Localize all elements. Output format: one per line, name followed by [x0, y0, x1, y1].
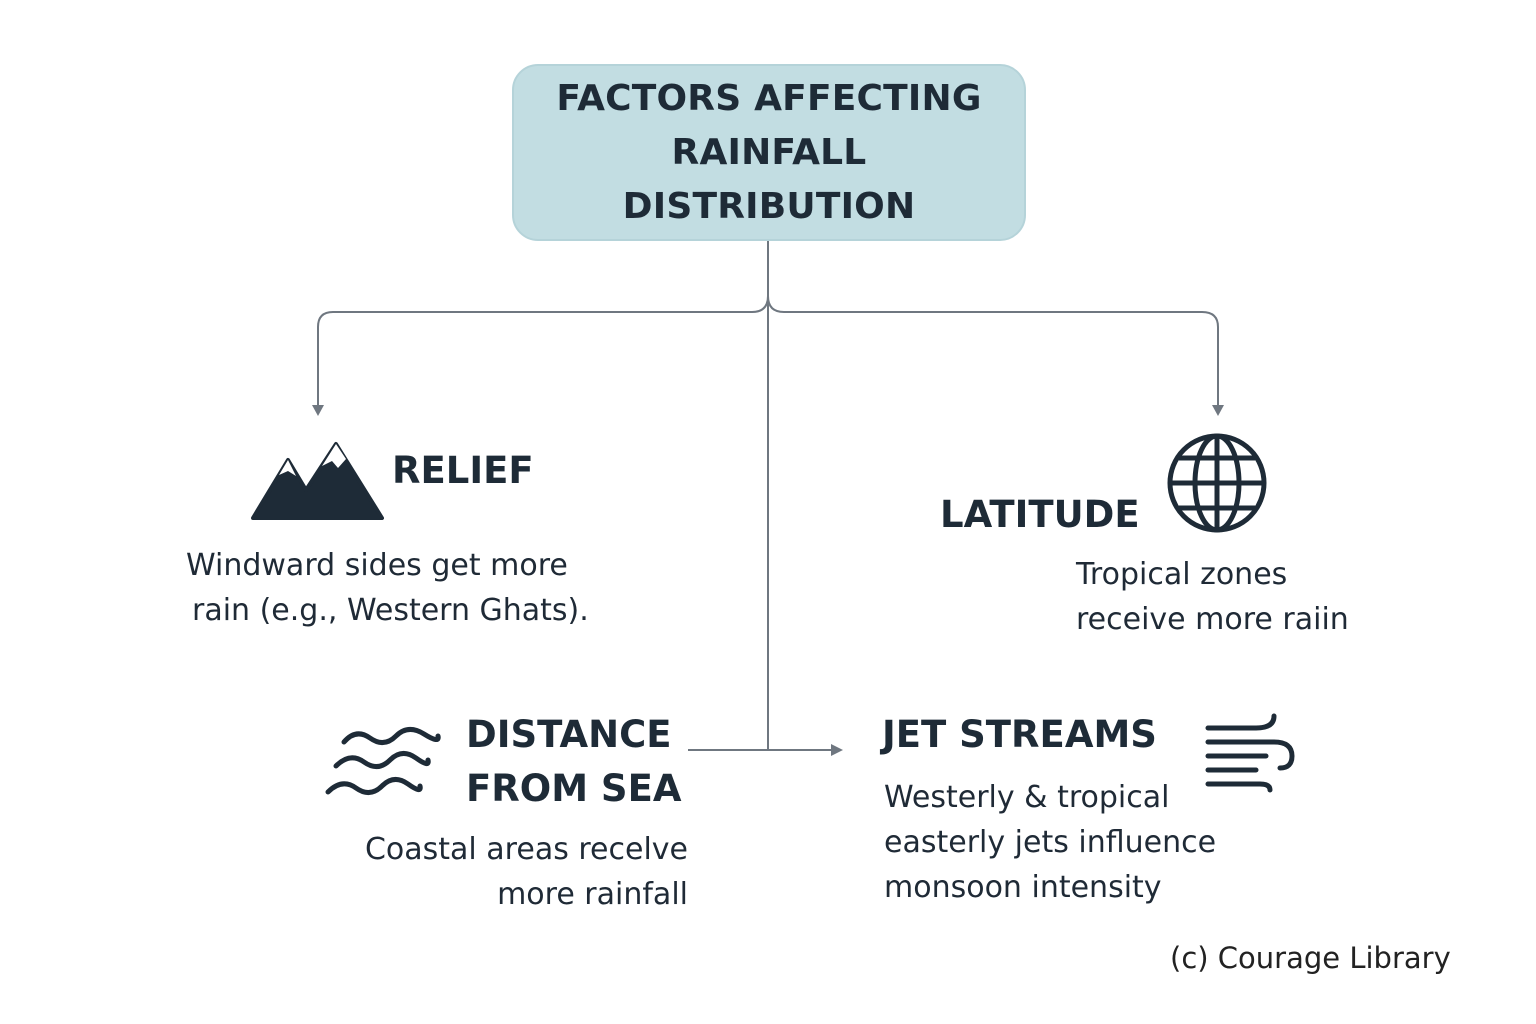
mountain-icon — [251, 442, 384, 520]
distance-heading-line-2: FROM SEA — [466, 767, 682, 810]
jet-desc-line-1: Westerly & tropical — [884, 780, 1170, 815]
arrowhead-relief — [312, 405, 324, 416]
distance-from-sea-description: Coastal areas recelve more rainfall — [330, 827, 688, 917]
latitude-description: Tropical zones receive more raiin — [1076, 552, 1376, 642]
globe-icon — [1167, 433, 1267, 533]
wind-icon — [1205, 713, 1295, 793]
arrowhead-jet-streams — [831, 744, 843, 756]
relief-description: Windward sides get more rain (e.g., West… — [186, 543, 626, 633]
distance-desc-line-1: Coastal areas recelve — [364, 832, 688, 867]
root-title: FACTORS AFFECTING RAINFALL DISTRIBUTION — [519, 72, 1019, 234]
root-title-line-1: FACTORS AFFECTING — [556, 77, 982, 119]
relief-heading: RELIEF — [392, 449, 534, 492]
relief-desc-line-1: Windward sides get more — [186, 548, 568, 583]
arrowhead-latitude — [1212, 405, 1224, 416]
root-title-line-2: RAINFALL DISTRIBUTION — [622, 131, 916, 227]
jet-streams-heading: JET STREAMS — [882, 713, 1157, 756]
relief-desc-line-2: rain (e.g., Western Ghats). — [192, 593, 589, 628]
root-node: FACTORS AFFECTING RAINFALL DISTRIBUTION — [512, 64, 1026, 241]
latitude-desc-line-1: Tropical zones — [1076, 557, 1288, 592]
jet-streams-description: Westerly & tropical easterly jets influe… — [884, 775, 1264, 910]
jet-desc-line-2: easterly jets influence — [884, 825, 1217, 860]
distance-heading-line-1: DISTANCE — [466, 713, 672, 756]
waves-icon — [325, 727, 441, 795]
copyright-watermark: (c) Courage Library — [1170, 941, 1451, 975]
latitude-desc-line-2: receive more raiin — [1076, 602, 1349, 637]
jet-desc-line-3: monsoon intensity — [884, 870, 1162, 905]
right-branch-connector — [767, 295, 1219, 406]
distance-from-sea-heading: DISTANCE FROM SEA — [466, 708, 681, 816]
distance-desc-line-2: more rainfall — [497, 877, 688, 912]
latitude-heading: LATITUDE — [940, 493, 1140, 536]
trunk-connector — [317, 241, 769, 406]
